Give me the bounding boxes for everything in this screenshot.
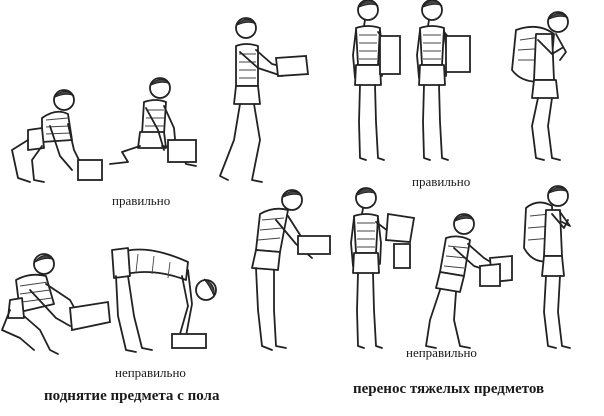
figure-squat-lift-incorrect (1, 253, 111, 355)
figure-kneel-lift-correct (109, 77, 197, 167)
figure-bent-lift-incorrect (111, 247, 217, 353)
figure-carry-back-correct (511, 11, 569, 161)
figure-carry-back-incorrect (523, 185, 571, 349)
label-incorrect-carrying: неправильно (406, 345, 477, 360)
figure-stand-lift-incorrect (251, 189, 331, 351)
figure-carry-front-correct (352, 0, 401, 161)
figure-carry-side-correct (416, 0, 471, 161)
figure-carry-side-incorrect (425, 213, 513, 349)
label-correct-carrying: правильно (412, 174, 471, 189)
caption-carrying: перенос тяжелых предметов (353, 381, 545, 397)
caption-lifting: поднятие предмета с пола (44, 388, 220, 404)
figure-carry-front-incorrect (350, 187, 416, 349)
label-correct-lifting: правильно (112, 193, 171, 208)
figure-stand-lift-correct (219, 17, 309, 183)
label-incorrect-lifting: неправильно (115, 365, 186, 380)
figure-squat-lift-correct (11, 89, 103, 183)
